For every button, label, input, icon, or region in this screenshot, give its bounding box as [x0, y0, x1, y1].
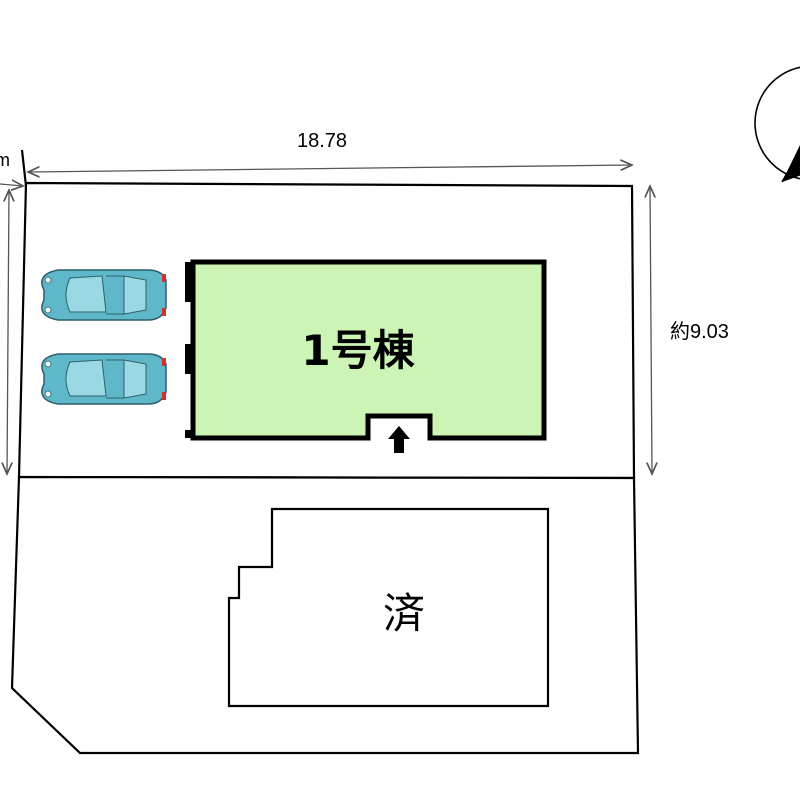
car-icon	[41, 353, 167, 405]
dim-line-right	[650, 186, 652, 474]
dim-line-left	[7, 190, 9, 474]
building-1: 1号棟	[185, 259, 547, 453]
building-sold-label: 済	[383, 589, 425, 638]
entrance-arrow-icon	[388, 426, 410, 453]
building-1-label: 1号棟	[301, 326, 415, 375]
dim-left-label: m	[0, 150, 10, 170]
north-arrow-icon	[754, 66, 800, 183]
dim-line-cut	[0, 184, 23, 186]
dim-right-label: 約9.03	[670, 320, 729, 343]
edge-tick	[20, 149, 28, 187]
dim-top-label: 18.78	[297, 130, 347, 152]
dim-line-top	[28, 165, 632, 172]
building-sold: 済	[227, 507, 550, 708]
car-icon	[41, 269, 167, 321]
